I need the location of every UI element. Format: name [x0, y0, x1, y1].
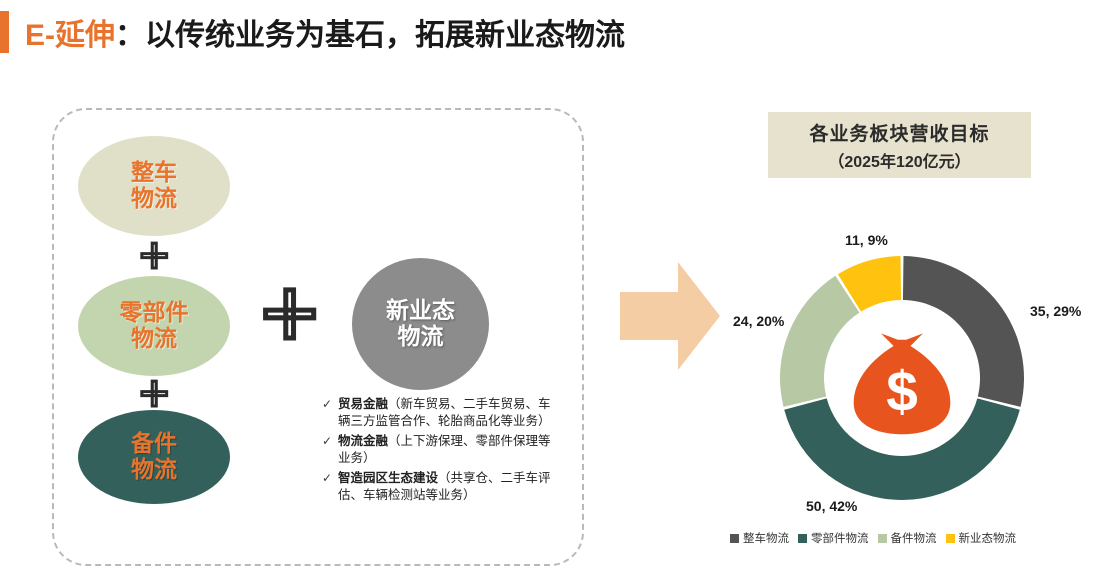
donut-segment-2[interactable] [780, 275, 860, 407]
plus-icon-2: ✛ [139, 376, 169, 414]
legend-label: 零部件物流 [811, 533, 869, 545]
ellipse-spare-line1: 备件 [131, 430, 177, 457]
data-label-new-format: 11, 9% [845, 232, 888, 248]
donut-segment-3[interactable] [837, 256, 902, 312]
ellipse-new-format-logistics[interactable]: 新业态 物流 [352, 258, 489, 390]
ellipse-vehicle-line1: 整车 [131, 159, 177, 186]
ellipse-new-line1: 新业态 [386, 297, 455, 324]
svg-text:$: $ [886, 361, 918, 424]
bullet-item-1: 贸易金融（新车贸易、二手车贸易、车辆三方监管合作、轮胎商品化等业务） [338, 396, 562, 430]
check-icon: ✓ [322, 397, 333, 411]
ellipse-vehicle-logistics[interactable]: 整车 物流 [78, 136, 230, 236]
legend-label: 新业态物流 [958, 533, 1017, 545]
ellipse-new-line2: 物流 [397, 323, 444, 349]
page-title: E-延伸：以传统业务为基石，拓展新业态物流 [25, 10, 625, 54]
plus-icon-1: ✛ [139, 238, 169, 276]
list-item: ✓ 物流金融（上下游保理、零部件保理等业务） [322, 433, 562, 467]
legend-swatch-icon [877, 533, 887, 543]
page-title-rest: ：以传统业务为基石，拓展新业态物流 [115, 19, 625, 52]
chart-title-box: 各业务板块营收目标 （2025年120亿元） [768, 112, 1031, 178]
data-label-spare: 50, 42% [806, 498, 858, 514]
legend-label: 备件物流 [890, 533, 937, 545]
business-bullet-list: ✓ 贸易金融（新车贸易、二手车贸易、车辆三方监管合作、轮胎商品化等业务） ✓ 物… [322, 396, 562, 507]
donut-segment-0[interactable] [902, 256, 1024, 407]
bullet-item-3: 智造园区生态建设（共享仓、二手车评估、车辆检测站等业务） [338, 470, 562, 504]
bullet-item-3-title: 智造园区生态建设 [338, 471, 439, 485]
donut-segment-1[interactable] [784, 398, 1020, 500]
bullet-item-2: 物流金融（上下游保理、零部件保理等业务） [338, 433, 562, 467]
legend-item-0[interactable]: 整车物流 [730, 530, 789, 546]
legend-item-1[interactable]: 零部件物流 [798, 530, 869, 546]
ellipse-parts-logistics[interactable]: 零部件 物流 [78, 276, 230, 376]
ellipse-spare-line2: 物流 [131, 456, 177, 482]
ellipse-vehicle-line2: 物流 [131, 185, 177, 211]
ellipse-parts-line1: 零部件 [119, 299, 189, 326]
data-label-vehicle: 35, 29% [1030, 303, 1082, 319]
ellipse-spare-parts-logistics[interactable]: 备件 物流 [78, 410, 230, 504]
right-arrow-icon [620, 262, 720, 370]
bullet-item-3-detail: （共享仓、二手车评估、车辆检测站等业务） [338, 471, 551, 502]
legend-swatch-icon [730, 533, 739, 543]
legend-swatch-icon [798, 533, 807, 543]
page-title-prefix: E-延伸 [25, 19, 115, 52]
bullet-item-2-detail: （上下游保理、零部件保理等业务） [338, 434, 551, 465]
plus-icon-large: ✛ [260, 278, 318, 352]
list-item: ✓ 贸易金融（新车贸易、二手车贸易、车辆三方监管合作、轮胎商品化等业务） [322, 396, 562, 430]
chart-subtitle: （2025年120亿元） [828, 153, 971, 171]
donut-segments [780, 256, 1024, 500]
check-icon: ✓ [322, 471, 333, 485]
legend-swatch-icon [945, 533, 955, 543]
legend-item-2[interactable]: 备件物流 [877, 530, 937, 546]
legend-label: 整车物流 [743, 533, 789, 545]
money-bag-icon: $ [853, 333, 951, 435]
check-icon: ✓ [322, 434, 333, 448]
bullet-item-1-detail: （新车贸易、二手车贸易、车辆三方监管合作、轮胎商品化等业务） [338, 397, 551, 428]
list-item: ✓ 智造园区生态建设（共享仓、二手车评估、车辆检测站等业务） [322, 470, 562, 504]
data-label-parts: 24, 20% [733, 313, 785, 329]
page-title-bar: E-延伸：以传统业务为基石，拓展新业态物流 [0, 10, 625, 54]
bullet-item-1-title: 贸易金融 [338, 397, 389, 411]
legend-item-3[interactable]: 新业态物流 [945, 530, 1017, 546]
bullet-item-2-title: 物流金融 [338, 434, 389, 448]
title-accent-bar [0, 11, 9, 53]
revenue-donut-chart: $ [780, 256, 1024, 500]
chart-legend: 整车物流 零部件物流 备件物流 新业态物流 [730, 530, 1016, 546]
ellipse-parts-line2: 物流 [131, 325, 177, 351]
chart-title: 各业务板块营收目标 [809, 123, 990, 145]
